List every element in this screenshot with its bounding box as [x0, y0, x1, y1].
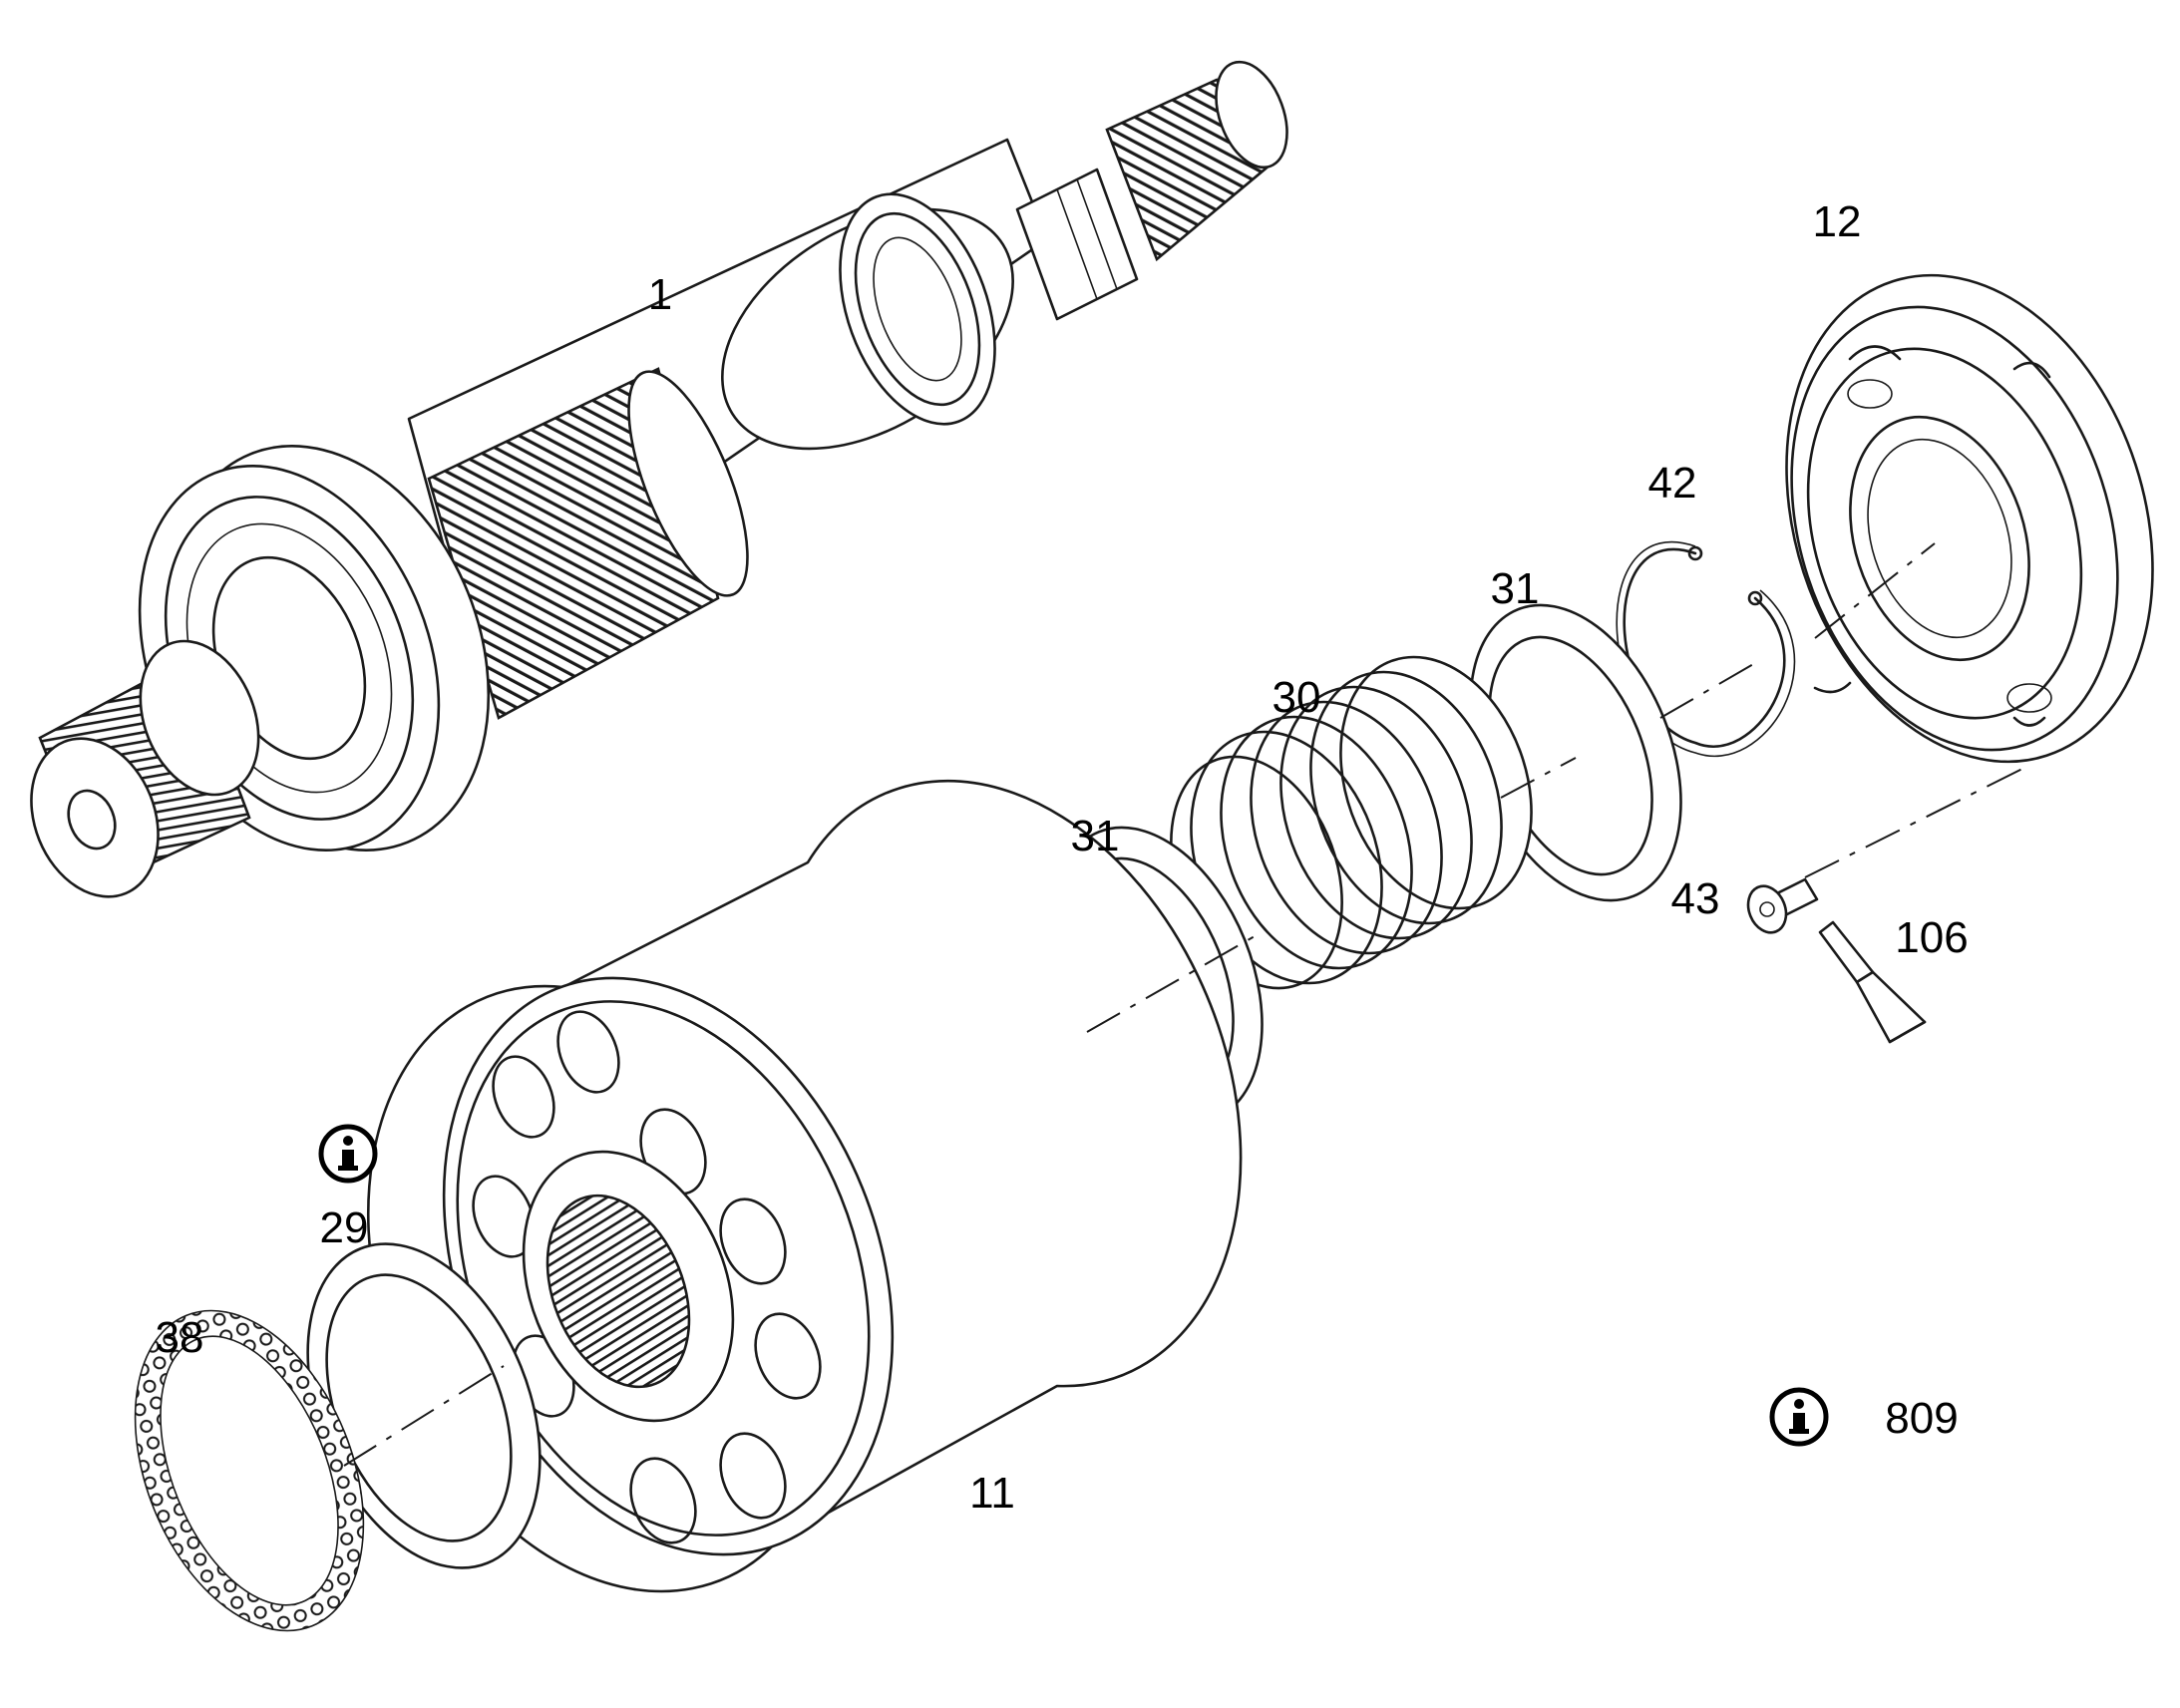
coil-ring	[134, 1309, 365, 1632]
callout-809: 809	[1885, 1394, 1958, 1443]
callout-11: 11	[969, 1469, 1015, 1518]
sealant-tube	[1818, 920, 1927, 1044]
shaft-bore	[67, 789, 117, 851]
info-icon	[318, 1124, 378, 1184]
info-icon	[1769, 1387, 1829, 1447]
spring	[1170, 655, 1533, 990]
callout-31-lower: 31	[1071, 812, 1120, 860]
callout-30: 30	[1272, 673, 1321, 722]
bearing-right	[721, 192, 1014, 451]
callout-12: 12	[1813, 197, 1862, 246]
callout-29: 29	[320, 1203, 369, 1252]
callout-38: 38	[156, 1313, 204, 1362]
cylinder-spline-bore	[545, 1194, 691, 1389]
callout-106: 106	[1895, 913, 1968, 962]
assembly-axis	[343, 542, 2025, 1467]
callout-43: 43	[1671, 874, 1720, 923]
callout-1: 1	[648, 270, 672, 319]
screw	[1746, 877, 1819, 934]
retaining-ring	[1616, 540, 1796, 758]
piston-bores	[472, 1010, 822, 1544]
valve-plate	[1785, 273, 2154, 764]
cylinder-block	[366, 779, 1243, 1593]
shaft-assembly	[30, 60, 1288, 898]
callout-42: 42	[1648, 459, 1697, 508]
callout-31-upper: 31	[1491, 564, 1540, 613]
